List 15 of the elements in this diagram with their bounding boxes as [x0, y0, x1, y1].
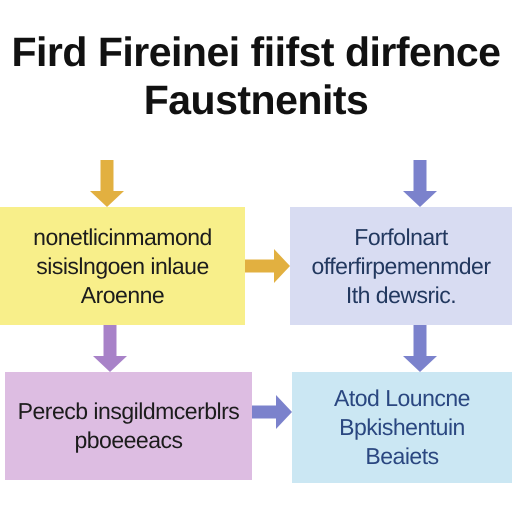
box-text: Forfolnart offerfirpemenmder Ith dewsric.	[310, 222, 492, 310]
arrow	[90, 160, 124, 207]
arrow	[403, 325, 437, 372]
box-text: Perecb insgildmcerblrs pboeeeacs	[16, 397, 240, 455]
arrow	[252, 395, 292, 429]
process-box	[5, 372, 252, 480]
process-box	[290, 207, 512, 325]
box-text: Atod Louncne Bpkishentuin Beaiets	[333, 384, 471, 471]
process-box	[292, 372, 512, 483]
title: Fird Fireinei fiifst dirfence Faustnenits	[10, 28, 502, 124]
process-box	[0, 207, 245, 325]
arrow	[93, 325, 127, 372]
arrow	[245, 249, 290, 283]
box-text: nonetlicinmamond sisislngoen inlaue Aroenne	[32, 222, 213, 310]
arrow	[403, 160, 437, 207]
